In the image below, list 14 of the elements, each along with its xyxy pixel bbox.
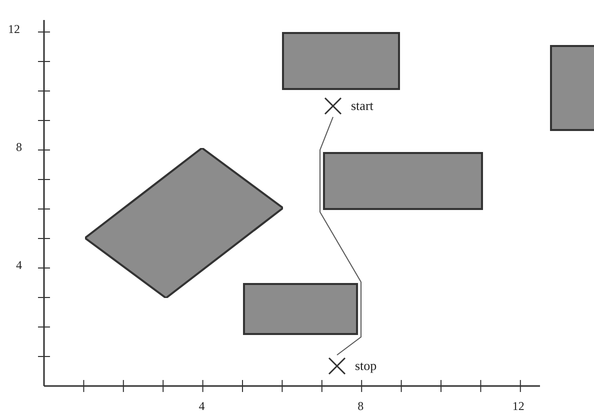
tick-label: 8	[16, 141, 22, 153]
obstacle-box	[323, 152, 483, 210]
path-line	[320, 116, 362, 356]
tick-label: 4	[198, 400, 205, 412]
obstacle-box	[282, 32, 400, 90]
tick-label: 4	[16, 259, 22, 271]
tick-label: 12	[8, 23, 20, 35]
obstacle-shape	[85, 148, 283, 298]
tick-label: 8	[358, 400, 364, 412]
obstacle-box	[243, 283, 358, 335]
tick-label: 12	[512, 400, 524, 412]
obstacle-box	[550, 45, 594, 131]
marker-label: start	[351, 97, 374, 116]
marker-label: stop	[355, 357, 377, 376]
